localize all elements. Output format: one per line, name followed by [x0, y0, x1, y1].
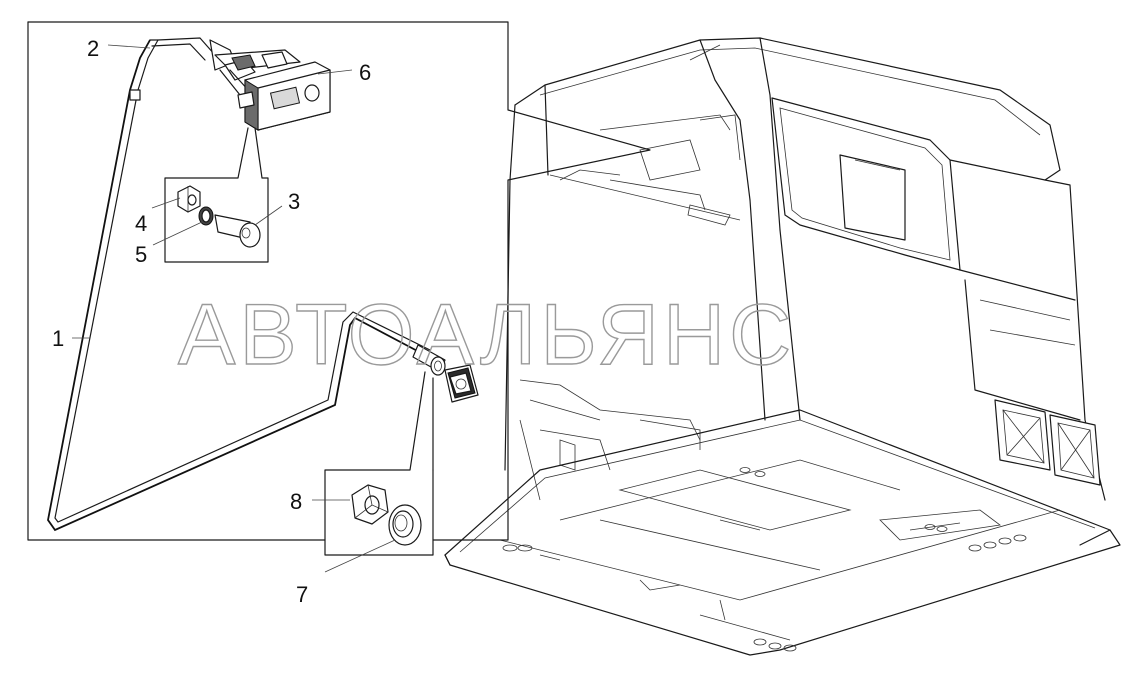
detail-box-upper	[164, 127, 269, 263]
watermark: АВТОАЛЬЯНС	[178, 287, 795, 383]
part-flange-plate	[444, 364, 479, 403]
callout-3: 3	[288, 189, 300, 214]
callouts: 1 2 3 4 5 6 7 8	[52, 36, 371, 607]
detail-frame	[27, 21, 651, 541]
part-washer-7	[388, 504, 422, 546]
part-fitting	[412, 344, 446, 376]
callout-8: 8	[290, 489, 302, 514]
callout-2: 2	[87, 36, 99, 61]
part-control-unit	[209, 39, 331, 131]
callout-1: 1	[52, 326, 64, 351]
cab-illustration	[444, 37, 1121, 656]
part-washer-5	[198, 206, 214, 226]
callout-4: 4	[135, 211, 147, 236]
part-nut-8	[351, 484, 389, 525]
callout-7: 7	[296, 582, 308, 607]
callout-5: 5	[135, 242, 147, 267]
detail-box-lower	[324, 371, 434, 556]
part-tube-long	[47, 37, 431, 532]
part-nut-4	[177, 185, 201, 213]
callout-6: 6	[359, 60, 371, 85]
leader-lines	[72, 44, 396, 573]
part-pin-3	[214, 214, 261, 248]
